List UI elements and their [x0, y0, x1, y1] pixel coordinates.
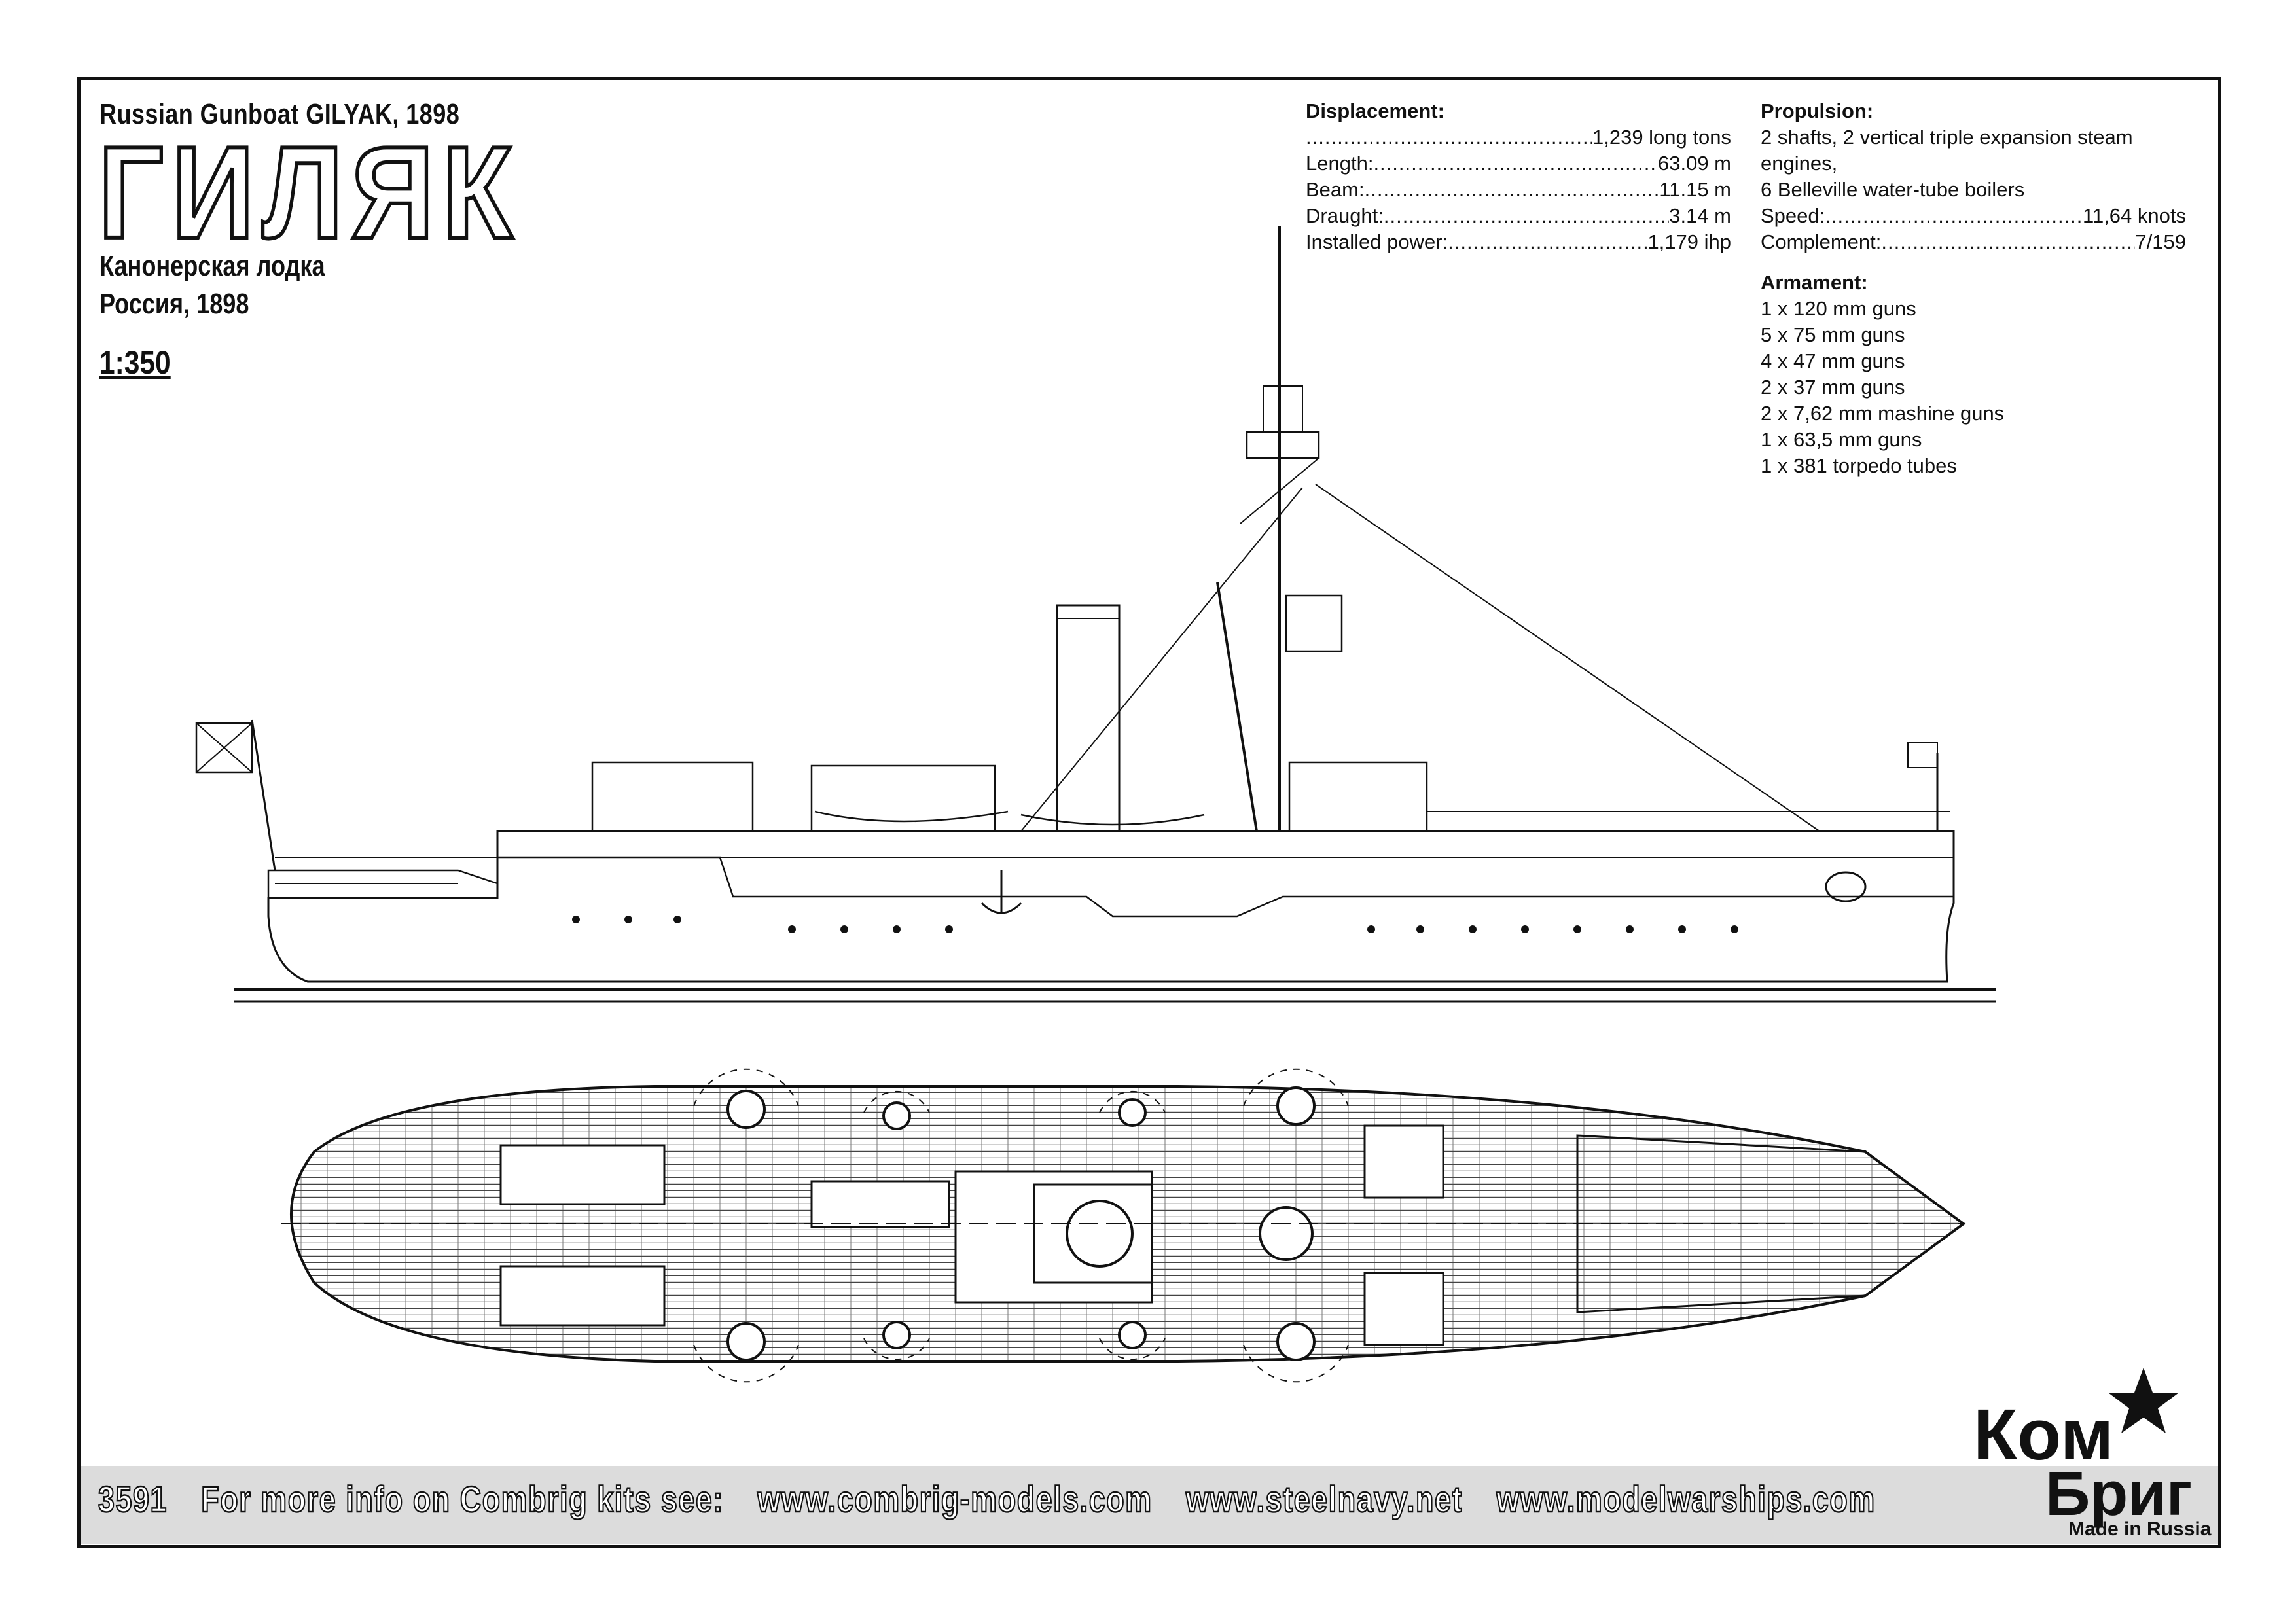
anchor — [980, 870, 1022, 914]
armament-item: 2 x 37 mm guns — [1761, 376, 1905, 399]
subtitle-type-russian: Канонерская лодка — [99, 250, 325, 282]
forestay — [1315, 484, 1820, 832]
backstay — [1020, 487, 1303, 832]
funnel — [1056, 604, 1121, 832]
bridge-stbd — [1363, 1272, 1444, 1346]
side-profile — [195, 226, 1996, 1003]
hull-outline — [267, 830, 1955, 983]
propulsion-line-2: 6 Belleville water-tube boilers — [1761, 178, 2025, 201]
mast-platform — [1285, 594, 1343, 652]
link-modelwarships[interactable]: www.modelwarships.com — [1496, 1478, 1876, 1521]
armament-item: 2 x 7,62 mm mashine guns — [1761, 402, 2005, 425]
link-steelnavy[interactable]: www.steelnavy.net — [1185, 1478, 1463, 1521]
fighting-top — [1246, 431, 1320, 459]
boat-2 — [1020, 813, 1205, 826]
link-combrig[interactable]: www.combrig-models.com — [757, 1478, 1153, 1521]
info-text: For more info on Combrig kits see: — [200, 1478, 724, 1521]
quarterdeck — [267, 869, 498, 898]
propulsion-heading: Propulsion: — [1761, 99, 1874, 122]
footer-bar — [81, 1466, 2218, 1544]
star-icon — [2108, 1368, 2179, 1433]
armament-heading: Armament: — [1761, 271, 1868, 294]
aft-deckhouse-stbd — [499, 1265, 666, 1327]
main-deck-line — [497, 856, 1954, 918]
drawing-frame — [77, 77, 2221, 1548]
engine-casing — [810, 1180, 950, 1228]
superstructure — [497, 830, 1954, 858]
combrig-logo: Ком Бриг — [1973, 1368, 2192, 1529]
specs-left: Displacement: 1,239 long tons Length:63.… — [1306, 98, 1731, 255]
stern-flag — [195, 722, 253, 774]
scale-label: 1:350 — [99, 344, 171, 381]
title-english: Russian Gunboat GILYAK, 1898 — [99, 98, 460, 130]
specs-right: Propulsion: 2 shafts, 2 vertical triple … — [1761, 98, 2186, 479]
gun-positions — [726, 1086, 1316, 1361]
top-view — [281, 1068, 1966, 1383]
derrick — [1216, 582, 1258, 832]
title-russian-outline: ГИЛЯК — [96, 120, 521, 266]
spec-row-installed-power: Installed power: 1,179 ihp — [1306, 229, 1731, 255]
propulsion-line-1: 2 shafts, 2 vertical triple expansion st… — [1761, 126, 2133, 175]
displacement-heading: Displacement: — [1306, 99, 1444, 122]
spec-row-speed: Speed:11,64 knots — [1761, 203, 2186, 229]
hawse-hole — [1825, 871, 1867, 902]
spec-row-draught: Draught:3.14 m — [1306, 203, 1731, 229]
bridge-port — [1363, 1124, 1444, 1199]
spec-row-length: Length:63.09 m — [1306, 151, 1731, 177]
aft-deckhouse-port — [499, 1144, 666, 1205]
armament-item: 4 x 47 mm guns — [1761, 349, 1905, 372]
stern-flagstaff — [251, 719, 276, 871]
kit-number: 3591 — [98, 1478, 168, 1521]
logo-line-2: Бриг — [2045, 1459, 2192, 1529]
bridge-house — [1288, 761, 1428, 832]
logo-line-1: Ком — [1973, 1395, 2113, 1475]
spec-row-beam: Beam:11.15 m — [1306, 177, 1731, 203]
arcs-of-fire — [693, 1068, 1349, 1383]
boat-1 — [814, 810, 1009, 823]
deckhouse-aft — [591, 761, 754, 832]
footer-text: 3591 For more info on Combrig kits see: ww… — [98, 1478, 1909, 1521]
spec-row-displacement: 1,239 long tons — [1306, 124, 1731, 151]
subtitle-country-year: Россия, 1898 — [99, 288, 249, 320]
portholes — [572, 916, 1738, 933]
armament-item: 1 x 63,5 mm guns — [1761, 428, 1922, 451]
made-in-russia: Made in Russia — [2068, 1518, 2212, 1540]
spec-row-complement: Complement: 7/159 — [1761, 229, 2186, 255]
funnel-top — [1066, 1200, 1134, 1268]
armament-item: 1 x 381 torpedo tubes — [1761, 454, 1957, 477]
armament-item: 1 x 120 mm guns — [1761, 297, 1916, 320]
mast-top-view — [1259, 1206, 1314, 1261]
forecastle — [1576, 1134, 1965, 1313]
armament-item: 5 x 75 mm guns — [1761, 323, 1905, 346]
bow-jack — [1907, 742, 1938, 768]
upper-top — [1263, 385, 1303, 433]
deckhouse-mid — [810, 764, 996, 832]
